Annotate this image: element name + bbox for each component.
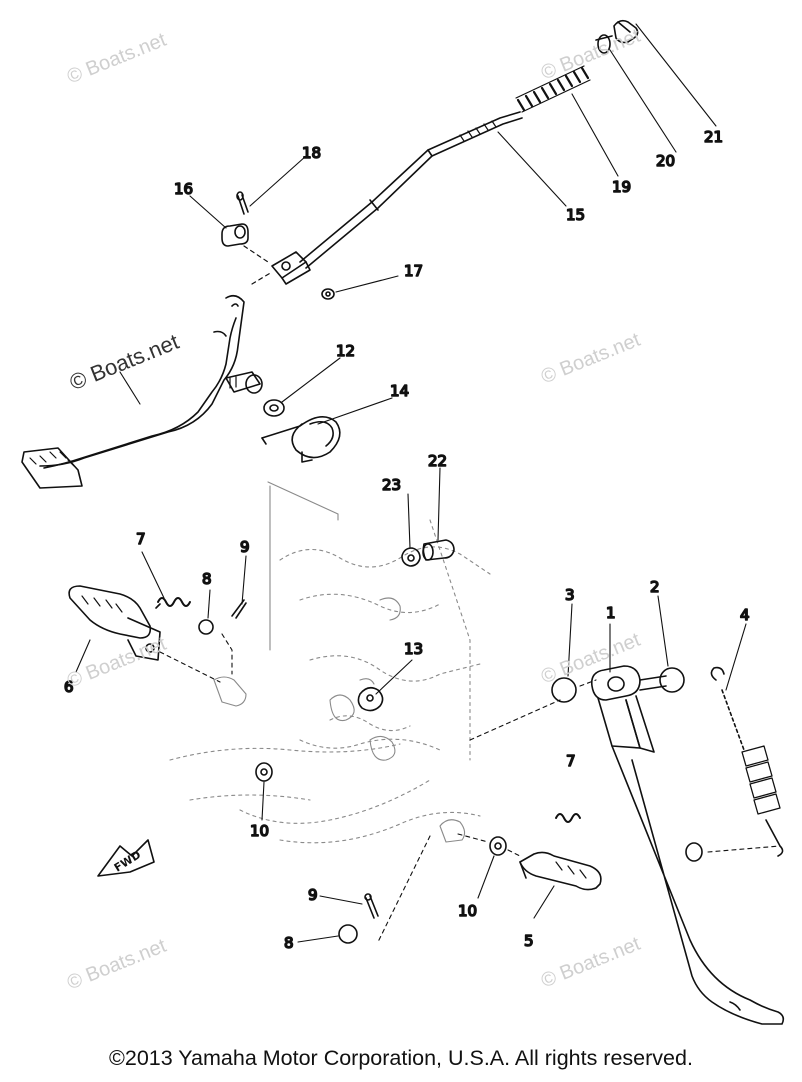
callout-20: 20 <box>656 152 675 170</box>
footrest-left <box>68 585 161 661</box>
callout-7a: 7 <box>136 530 146 548</box>
brake-rod-adjust-nut <box>613 19 639 44</box>
callout-17: 17 <box>404 262 423 280</box>
callout-16: 16 <box>174 180 193 198</box>
footrest-bracket-left <box>213 676 247 707</box>
callout-7b: 7 <box>566 752 576 770</box>
spring-seat-washer <box>595 34 613 54</box>
footrest-bracket-right <box>439 819 466 843</box>
copyright-notice: ©2013 Yamaha Motor Corporation, U.S.A. A… <box>109 1046 693 1070</box>
footrest-pin-8b <box>338 924 358 944</box>
callout-15: 15 <box>566 206 585 224</box>
fwd-arrow: FWD <box>97 839 155 877</box>
cotter-pin-18 <box>236 191 249 215</box>
clevis-pin <box>221 223 249 247</box>
stand-spring-4 <box>710 666 784 857</box>
nut-23 <box>401 547 421 567</box>
callout-10b: 10 <box>458 902 477 920</box>
callouts: 1 2 3 4 5 6 7 7 8 8 9 9 10 10 12 13 14 1… <box>63 127 750 953</box>
footrest-spring-7a <box>155 597 191 609</box>
callout-14: 14 <box>390 382 409 400</box>
washer-17 <box>321 288 335 300</box>
side-stand <box>590 665 785 1025</box>
frame-outline <box>169 481 491 844</box>
engine-mount-dashes <box>469 679 781 853</box>
footrest-dashes-left <box>159 633 233 683</box>
callout-8b: 8 <box>284 934 294 952</box>
collar-3 <box>551 677 577 703</box>
brake-pedal <box>21 294 245 489</box>
brake-rod <box>299 111 523 269</box>
callout-9a: 9 <box>240 538 250 556</box>
callout-8a: 8 <box>202 570 212 588</box>
parts-diagram: FWD 1 2 3 4 5 6 7 <box>21 19 785 1025</box>
pedal-shaft <box>225 371 263 394</box>
callout-19: 19 <box>612 178 631 196</box>
stand-washer <box>685 842 703 862</box>
washer-12 <box>263 399 285 417</box>
washer-10b <box>489 836 507 856</box>
callout-1: 1 <box>606 604 616 622</box>
callout-4: 4 <box>740 606 750 624</box>
callout-3: 3 <box>565 586 575 604</box>
callout-13: 13 <box>404 640 423 658</box>
callout-6: 6 <box>64 678 74 696</box>
callout-18: 18 <box>302 144 321 162</box>
cotter-pin-9b <box>364 893 379 919</box>
callout-22: 22 <box>428 452 447 470</box>
footrest-right <box>519 851 602 891</box>
rod-dashes <box>243 245 273 285</box>
callout-23: 23 <box>382 476 401 494</box>
footrest-pin-8a <box>198 619 214 635</box>
leader-lines <box>75 23 747 943</box>
callout-2: 2 <box>650 578 660 596</box>
footrest-spring-7b <box>555 813 581 823</box>
washer-13 <box>357 686 384 712</box>
washer-10a <box>255 762 273 782</box>
pivot-bolt-2 <box>639 667 685 693</box>
callout-5: 5 <box>524 932 534 950</box>
callout-12: 12 <box>336 342 355 360</box>
return-spring-14 <box>261 416 341 463</box>
callout-9b: 9 <box>308 886 318 904</box>
bolt-22 <box>422 539 455 561</box>
brake-rod-spring <box>515 65 591 113</box>
callout-21: 21 <box>704 128 723 146</box>
cotter-pin-9a <box>231 599 247 619</box>
brake-pedal-joint <box>271 251 311 285</box>
footrest-dashes-right <box>377 833 521 943</box>
callout-10a: 10 <box>250 822 269 840</box>
